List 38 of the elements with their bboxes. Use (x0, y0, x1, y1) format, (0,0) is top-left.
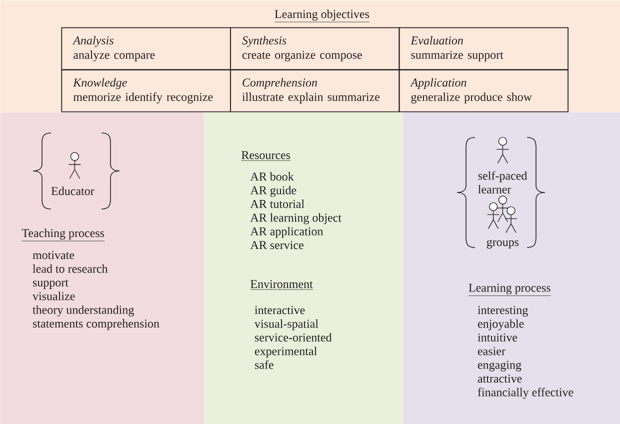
section-heading: Learning objectives (274, 10, 370, 22)
list-item: statements comprehension (33, 319, 160, 330)
list-item: intuitive (478, 333, 518, 342)
list-item: support (33, 280, 68, 289)
list-item: enjoyable (478, 319, 524, 330)
list-item: attractive (478, 374, 522, 383)
section-heading: Learning process (468, 284, 551, 296)
list-item: safe (255, 360, 274, 369)
list-item: easier (478, 347, 506, 356)
table-cell: Synthesis create organize compose (230, 27, 400, 70)
list-item: visual-spatial (254, 319, 318, 330)
list-item: AR learning object (250, 213, 342, 224)
section-heading: Resources (241, 151, 291, 161)
table-cell: Comprehension illustrate explain summarize (230, 69, 400, 112)
list-item: visualize (32, 292, 75, 300)
list-item: engaging (478, 360, 522, 372)
list-item: AR tutorial (250, 200, 304, 208)
list-item: AR application (250, 226, 324, 238)
list-item: AR service (250, 241, 304, 250)
figure-label: self-paced learner (478, 171, 528, 194)
list-item: AR book (250, 172, 294, 181)
list-item: interactive (254, 306, 305, 314)
table-cell: Application generalize produce show (398, 69, 568, 112)
table-cell: Knowledge memorize identify recognize (61, 69, 231, 112)
list-item: lead to research (32, 264, 108, 273)
list-item: motivate (32, 251, 74, 260)
figure-label: groups (486, 240, 519, 249)
list-item: interesting (478, 306, 528, 317)
list-item: financially effective (478, 388, 574, 399)
list-item: AR guide (250, 186, 296, 197)
list-item: theory understanding (32, 305, 134, 316)
table-cell: Analysis analyze compare (61, 27, 231, 70)
list-item: service-oriented (255, 333, 332, 342)
section-heading: Environment (250, 280, 314, 290)
figure-label: Educator (51, 186, 94, 196)
section-heading: Teaching process (22, 228, 105, 242)
list-item: experimental (254, 346, 317, 358)
table-cell: Evaluation summarize support (398, 27, 568, 70)
